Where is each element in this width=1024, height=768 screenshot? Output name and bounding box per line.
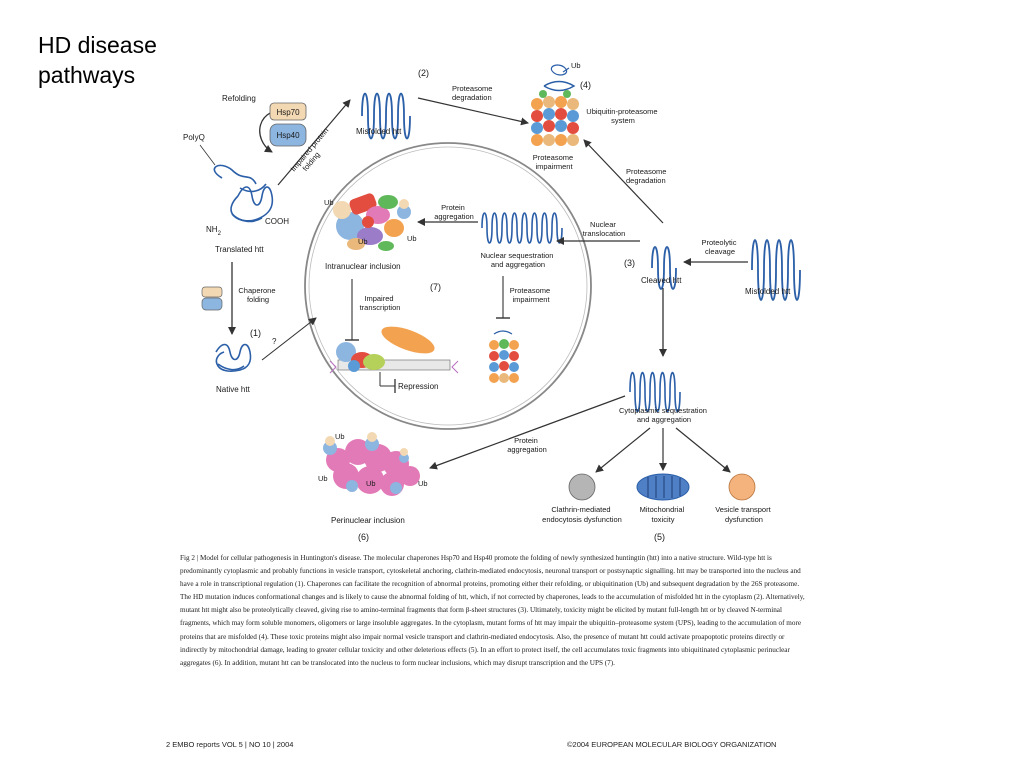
perinuclear-inclusion-shape (323, 432, 420, 496)
ub-peri-2: Ub (318, 474, 328, 483)
hsp40-label: Hsp40 (276, 131, 300, 140)
chaperone-folding-label: Chaperone folding (238, 286, 277, 304)
protein-aggregation-cyto-label: Protein aggregation (507, 436, 547, 454)
translated-htt-label: Translated htt (215, 245, 264, 254)
nucleus-circle-inner (308, 146, 588, 426)
footer-journal: 2 EMBO reports VOL 5 | NO 10 | 2004 (166, 740, 294, 749)
step-2-label: (2) (418, 68, 429, 78)
step-1-label: (1) (250, 328, 261, 338)
nh2-label: NH2 (206, 225, 222, 237)
protein-aggregation-nuc-label: Protein aggregation (434, 203, 474, 221)
vesicle-label: Vesicle transport dysfunction (715, 505, 773, 524)
proteasome-top (531, 64, 579, 146)
slide-title-line-1: HD disease (38, 32, 157, 58)
proteasome-degradation-top-label: Proteasome degradation (452, 84, 495, 102)
native-htt-shape (215, 343, 252, 372)
ub-peri-1: Ub (335, 432, 345, 441)
polyq-label: PolyQ (183, 133, 205, 142)
impaired-transcription-label: Impaired transcription (360, 294, 401, 312)
cleaved-htt-label: Cleaved htt (641, 276, 682, 285)
step-4-label: (4) (580, 80, 591, 90)
native-htt-label: Native htt (216, 385, 251, 394)
intranuclear-inclusion-label: Intranuclear inclusion (325, 262, 401, 271)
question-label: ? (272, 337, 277, 346)
ub-peri-4: Ub (418, 479, 428, 488)
step-7-label: (7) (430, 282, 441, 292)
refolding-label: Refolding (222, 94, 256, 103)
proteasome-top-rings (531, 90, 579, 146)
clathrin-icon (568, 473, 596, 501)
proteasome-impairment-top-label: Proteasome impairment (533, 153, 576, 171)
cleaved-htt-shape (651, 246, 677, 290)
ub-nuc-1: Ub (324, 198, 334, 207)
cytoplasmic-sequestration-shape (629, 371, 681, 413)
cytoplasmic-sequestration-label: Cytoplasmic sequestration and aggregatio… (619, 406, 709, 424)
repression-label: Repression (398, 382, 438, 391)
vesicle-icon (728, 473, 756, 501)
misfolded-htt-top-label: Misfolded htt (356, 127, 402, 136)
misfolded-htt-top-shape (361, 92, 411, 140)
step-6-label: (6) (358, 532, 369, 542)
hsp-chaperone-top: Hsp70 Hsp40 (269, 102, 307, 147)
slide-title: HD disease pathways (38, 30, 157, 90)
nuclear-sequestration-label: Nuclear sequestration and aggregation (480, 251, 555, 269)
hsp70-label: Hsp70 (276, 108, 300, 117)
perinuclear-inclusion-label: Perinuclear inclusion (331, 516, 405, 525)
figure-caption: Fig 2 | Model for cellular pathogenesis … (180, 554, 805, 667)
polyq-pointer (199, 144, 216, 166)
transcription-repression-shape (329, 326, 459, 393)
ub-nuc-3: Ub (407, 234, 417, 243)
arrow-to-vesicle (675, 427, 731, 473)
mito-label: Mitochondrial toxicity (640, 505, 687, 524)
ub-peri-3: Ub (366, 479, 376, 488)
nucleus-circle (304, 142, 592, 430)
ub-top-label: Ub (571, 61, 581, 70)
impaired-folding-arrow (277, 99, 351, 186)
proteolytic-cleavage-label: Proteolytic cleavage (701, 238, 738, 256)
proteasome-nuclear (489, 330, 519, 383)
hsp-chaperone-left (201, 286, 223, 311)
nuclear-sequestration-shape (481, 212, 563, 244)
footer-copyright: ©2004 EUROPEAN MOLECULAR BIOLOGY ORGANIZ… (567, 740, 777, 749)
clathrin-label: Clathrin-mediated endocytosis dysfunctio… (542, 505, 622, 524)
misfolded-htt-right-label: Misfolded htt (745, 287, 791, 296)
nuclear-translocation-label: Nuclear translocation (583, 220, 626, 238)
proteasome-degradation-right-arrow (583, 139, 664, 224)
step-5-label: (5) (654, 532, 665, 542)
ups-label: Ubiquitin-proteasome system (586, 107, 659, 125)
cooh-label: COOH (265, 217, 289, 226)
proteasome-degradation-top-arrow (417, 97, 529, 126)
step-3-label: (3) (624, 258, 635, 268)
arrow-to-clathrin (595, 427, 651, 473)
mitochondria-icon (636, 473, 690, 501)
proteasome-impairment-nuc-label: Proteasome impairment (510, 286, 553, 304)
slide-title-line-2: pathways (38, 62, 136, 88)
translated-htt-shape (213, 164, 274, 223)
ub-nuc-2: Ub (358, 237, 368, 246)
native-to-nucleus-arrow (261, 317, 317, 361)
protein-aggregation-cyto-arrow (429, 395, 626, 470)
misfolded-htt-right-shape (751, 239, 801, 301)
intranuclear-inclusion-shape (333, 193, 411, 251)
proteasome-degradation-right-label: Proteasome degradation (626, 167, 669, 185)
